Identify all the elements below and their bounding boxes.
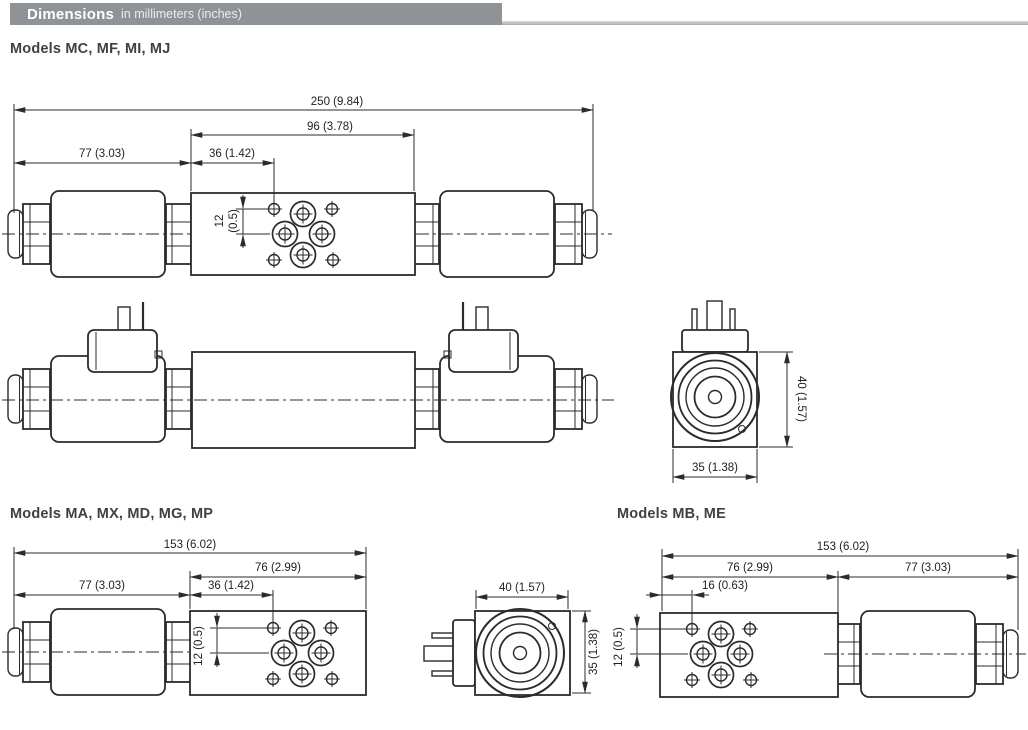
dim-label-port-offset-x: 36 (1.42)	[208, 580, 254, 592]
dim-label-cartridge-length: 77 (3.03)	[79, 580, 125, 592]
dimensions-header-bar: Dimensions in millimeters (inches)	[10, 3, 502, 25]
dim-label-port-offset-x: 16 (0.63)	[702, 580, 748, 592]
section-heading-models-ma: Models MA, MX, MD, MG, MP	[10, 506, 214, 522]
plan-view-models-ma: 153 (6.02) 76 (2.99) 77 (3.03) 36 (1.42)…	[2, 539, 367, 696]
plan-view-models-mb: 153 (6.02) 76 (2.99) 77 (3.03) 16 (0.63)…	[613, 541, 1026, 698]
dim-label-port-offset-y: 12 (0.5)	[193, 626, 205, 666]
end-view-models-ma: 40 (1.57) 35 (1.38)	[423, 582, 600, 698]
dim-label-body-width: 96 (3.78)	[307, 121, 353, 133]
coil-face	[670, 300, 760, 448]
dim-label-port-offset-y-mm: 12	[214, 215, 226, 228]
dim-label-port-offset-y-in: (0.5)	[228, 209, 240, 233]
coil-face	[423, 608, 571, 698]
dim-label-body-width: 76 (2.99)	[255, 562, 301, 574]
dim-label-cartridge-length: 77 (3.03)	[905, 562, 951, 574]
dimensions: 153 (6.02) 76 (2.99) 77 (3.03) 16 (0.63)…	[613, 541, 1019, 668]
dim-label-overall-length: 250 (9.84)	[311, 96, 364, 108]
right-solenoid-coil	[442, 300, 520, 374]
dim-label-coil-height: 35 (1.38)	[588, 629, 600, 675]
side-view-models-mc	[2, 300, 614, 449]
dim-label-port-offset-x: 36 (1.42)	[209, 148, 255, 160]
units-note: in millimeters (inches)	[121, 7, 242, 21]
header-rule	[502, 21, 1028, 25]
dim-label-port-offset-y: 12 (0.5)	[613, 627, 625, 667]
dim-label-coil-height: 40 (1.57)	[795, 376, 807, 422]
section-heading-models-mc: Models MC, MF, MI, MJ	[10, 41, 171, 57]
plan-view-models-mc: 250 (9.84) 96 (3.78) 77 (3.03) 36 (1.42)…	[2, 96, 612, 278]
page-title: Dimensions	[27, 5, 115, 23]
dim-label-cartridge-length: 77 (3.03)	[79, 148, 125, 160]
dim-label-coil-width: 35 (1.38)	[692, 462, 738, 474]
dim-label-overall-length: 153 (6.02)	[164, 539, 217, 551]
dimensions: 40 (1.57) 35 (1.38)	[475, 582, 600, 694]
dimensions: 40 (1.57) 35 (1.38)	[672, 351, 807, 483]
valve-body	[659, 612, 839, 698]
dim-label-overall-length: 153 (6.02)	[817, 541, 870, 553]
dim-label-body-width: 76 (2.99)	[727, 562, 773, 574]
left-solenoid-coil	[86, 300, 164, 374]
dimensions: 153 (6.02) 76 (2.99) 77 (3.03) 36 (1.42)…	[13, 539, 367, 667]
dim-label-coil-width: 40 (1.57)	[499, 582, 545, 594]
section-heading-models-mb: Models MB, ME	[617, 506, 726, 522]
end-view-models-mc: 40 (1.57) 35 (1.38)	[670, 300, 807, 483]
dimensions: 250 (9.84) 96 (3.78) 77 (3.03) 36 (1.42)…	[13, 96, 594, 248]
